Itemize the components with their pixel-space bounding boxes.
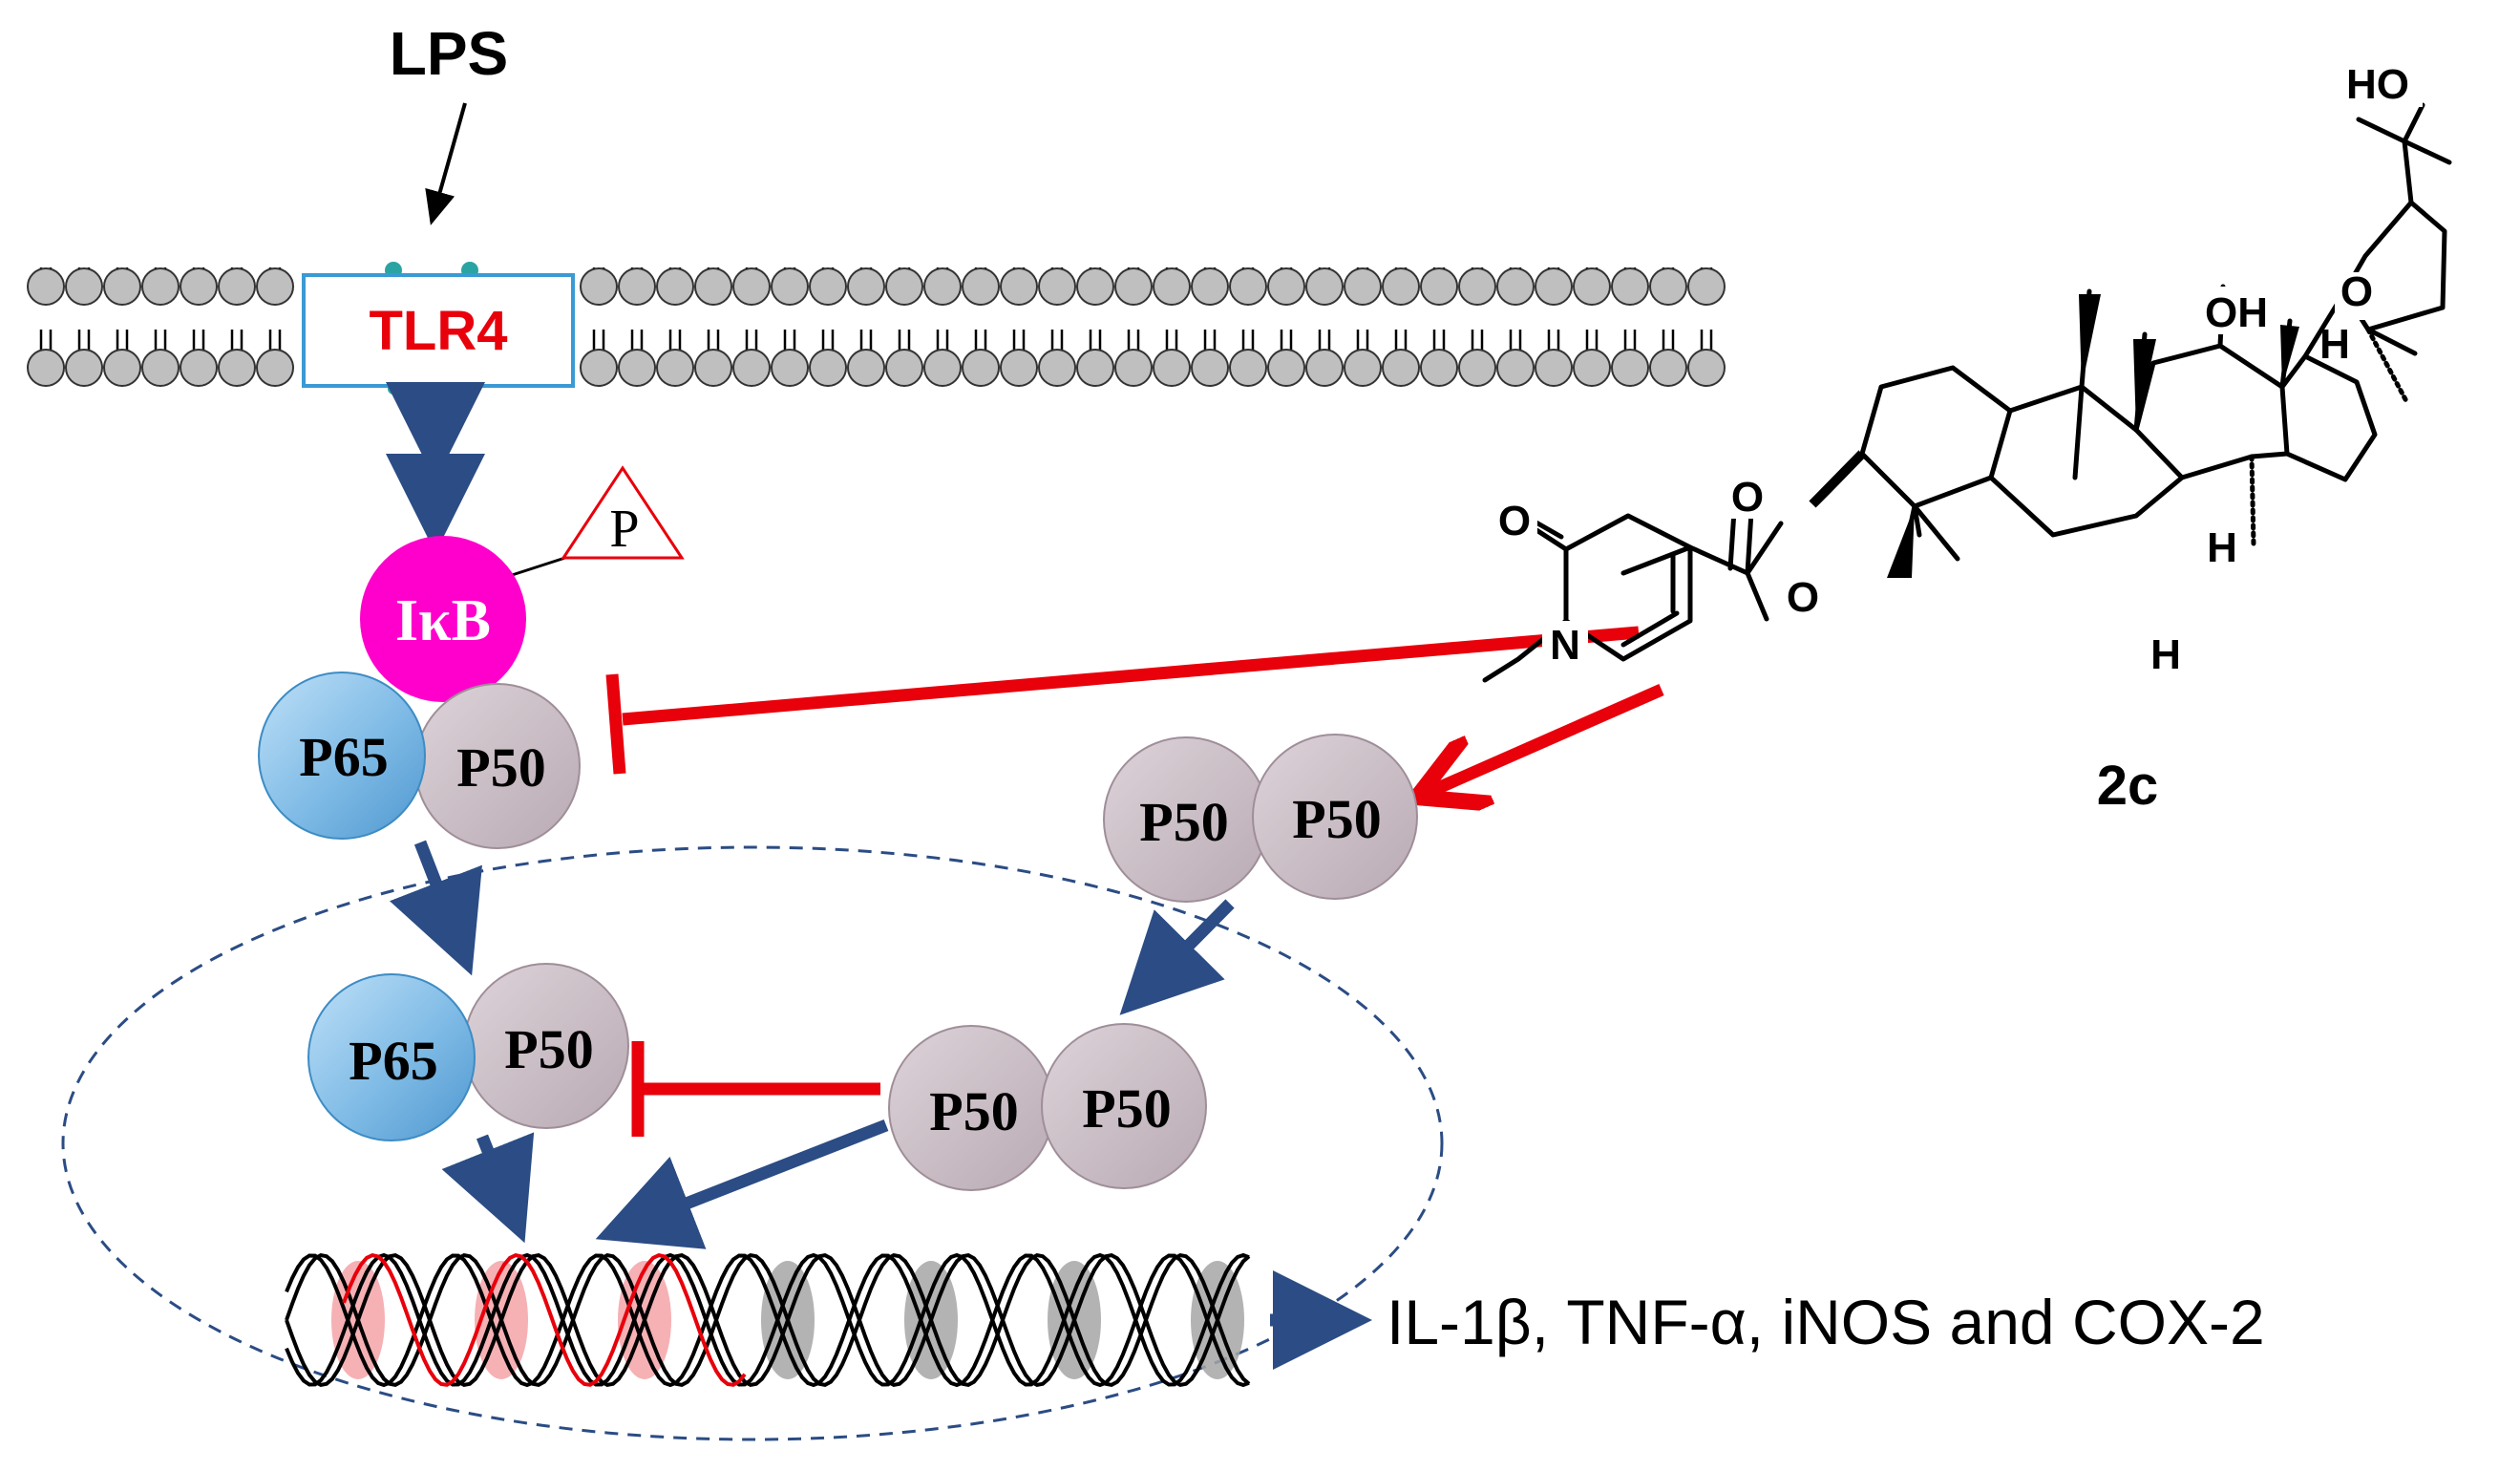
phosphate-label: P xyxy=(609,500,639,559)
hydrogen-atom-3: H xyxy=(2150,631,2181,678)
p65-label: P65 xyxy=(299,726,388,788)
compound-2c-structure xyxy=(1482,102,2452,683)
nuclear-p65-p50-dimer: P65 P50 xyxy=(307,963,629,1141)
lps-label: LPS xyxy=(390,19,508,88)
ester-oxygen-atom: O xyxy=(1787,574,1819,621)
p50-label: P50 xyxy=(504,1018,593,1080)
induction-arrow xyxy=(1423,684,1664,795)
atom-labels: HO O OH H H H O O O N xyxy=(1492,57,2423,678)
translocation-arrow-p65-p50 xyxy=(389,840,482,976)
hydroxyl-atom: OH xyxy=(2205,289,2268,336)
binding-arrow-p65-p50 xyxy=(441,1132,535,1244)
dna-double-helix xyxy=(285,1252,1251,1388)
p50-label-right: P50 xyxy=(1082,1077,1171,1140)
hydrogen-atom-2: H xyxy=(2207,524,2237,571)
cytoplasm-p65-p50-dimer: P65 P50 xyxy=(258,672,581,849)
ikb-protein: P IκB xyxy=(360,465,685,702)
ring-oxygen-atom: O xyxy=(2340,268,2373,315)
ho-atom: HO xyxy=(2346,61,2409,108)
p65-label: P65 xyxy=(349,1030,437,1092)
nuclear-p50-homodimer: P50 P50 xyxy=(888,1023,1207,1191)
cell-membrane xyxy=(27,267,1726,387)
compound-label: 2c xyxy=(2097,755,2159,817)
competitive-inhibition xyxy=(631,1041,880,1137)
inhibition-of-p65-p50 xyxy=(605,626,1640,775)
binding-arrow-p50-p50 xyxy=(595,1119,889,1249)
lps-binding-arrow xyxy=(425,102,467,225)
p50-label: P50 xyxy=(456,736,545,799)
translocation-arrow-p50-p50 xyxy=(1119,899,1235,1015)
p50-label-left: P50 xyxy=(929,1080,1018,1142)
pyridone-nitrogen-atom: N xyxy=(1550,622,1580,669)
nucleus-boundary xyxy=(61,845,1444,1441)
ikb-label: IκB xyxy=(395,588,491,653)
p50-label-left: P50 xyxy=(1139,791,1228,853)
tlr4-label: TLR4 xyxy=(370,300,508,362)
carbonyl-oxygen-atom: O xyxy=(1731,474,1764,521)
p50-label-right: P50 xyxy=(1292,788,1381,850)
tlr4-receptor: TLR4 xyxy=(302,262,575,394)
pyridone-oxygen-atom: O xyxy=(1498,498,1531,544)
hydrogen-atom-1: H xyxy=(2319,321,2350,368)
cytoplasm-p50-homodimer: P50 P50 xyxy=(1103,734,1418,903)
phosphate-triangle xyxy=(561,465,685,560)
gene-output-label: IL-1β, TNF-α, iNOS and COX-2 xyxy=(1387,1287,2265,1357)
